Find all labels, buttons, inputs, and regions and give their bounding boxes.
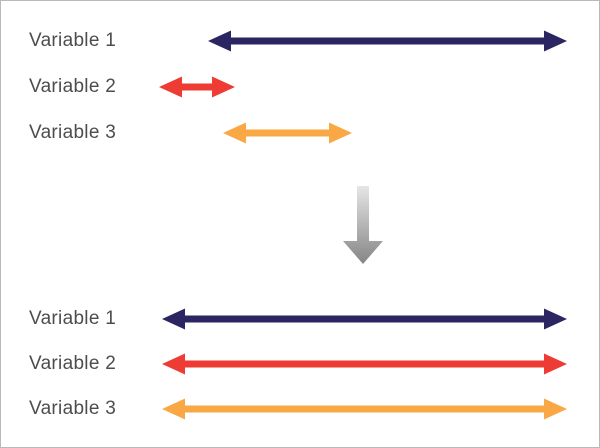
double-arrow-after-3 [162,398,567,420]
variable-2-label-before: Variable 2 [29,76,117,97]
arrow-group [159,30,567,420]
variable-2-label-after: Variable 2 [29,353,117,374]
transform-down-arrow-icon [343,186,383,264]
variable-1-label-before: Variable 1 [29,30,117,51]
double-arrow-before-3 [223,122,352,144]
variable-1-label-after: Variable 1 [29,308,117,329]
variable-3-label-before: Variable 3 [29,122,117,143]
double-arrow-after-2 [162,353,567,375]
double-arrow-after-1 [162,308,567,330]
variable-3-label-after: Variable 3 [29,398,117,419]
double-arrow-before-1 [208,30,567,52]
double-arrow-before-2 [159,76,235,98]
